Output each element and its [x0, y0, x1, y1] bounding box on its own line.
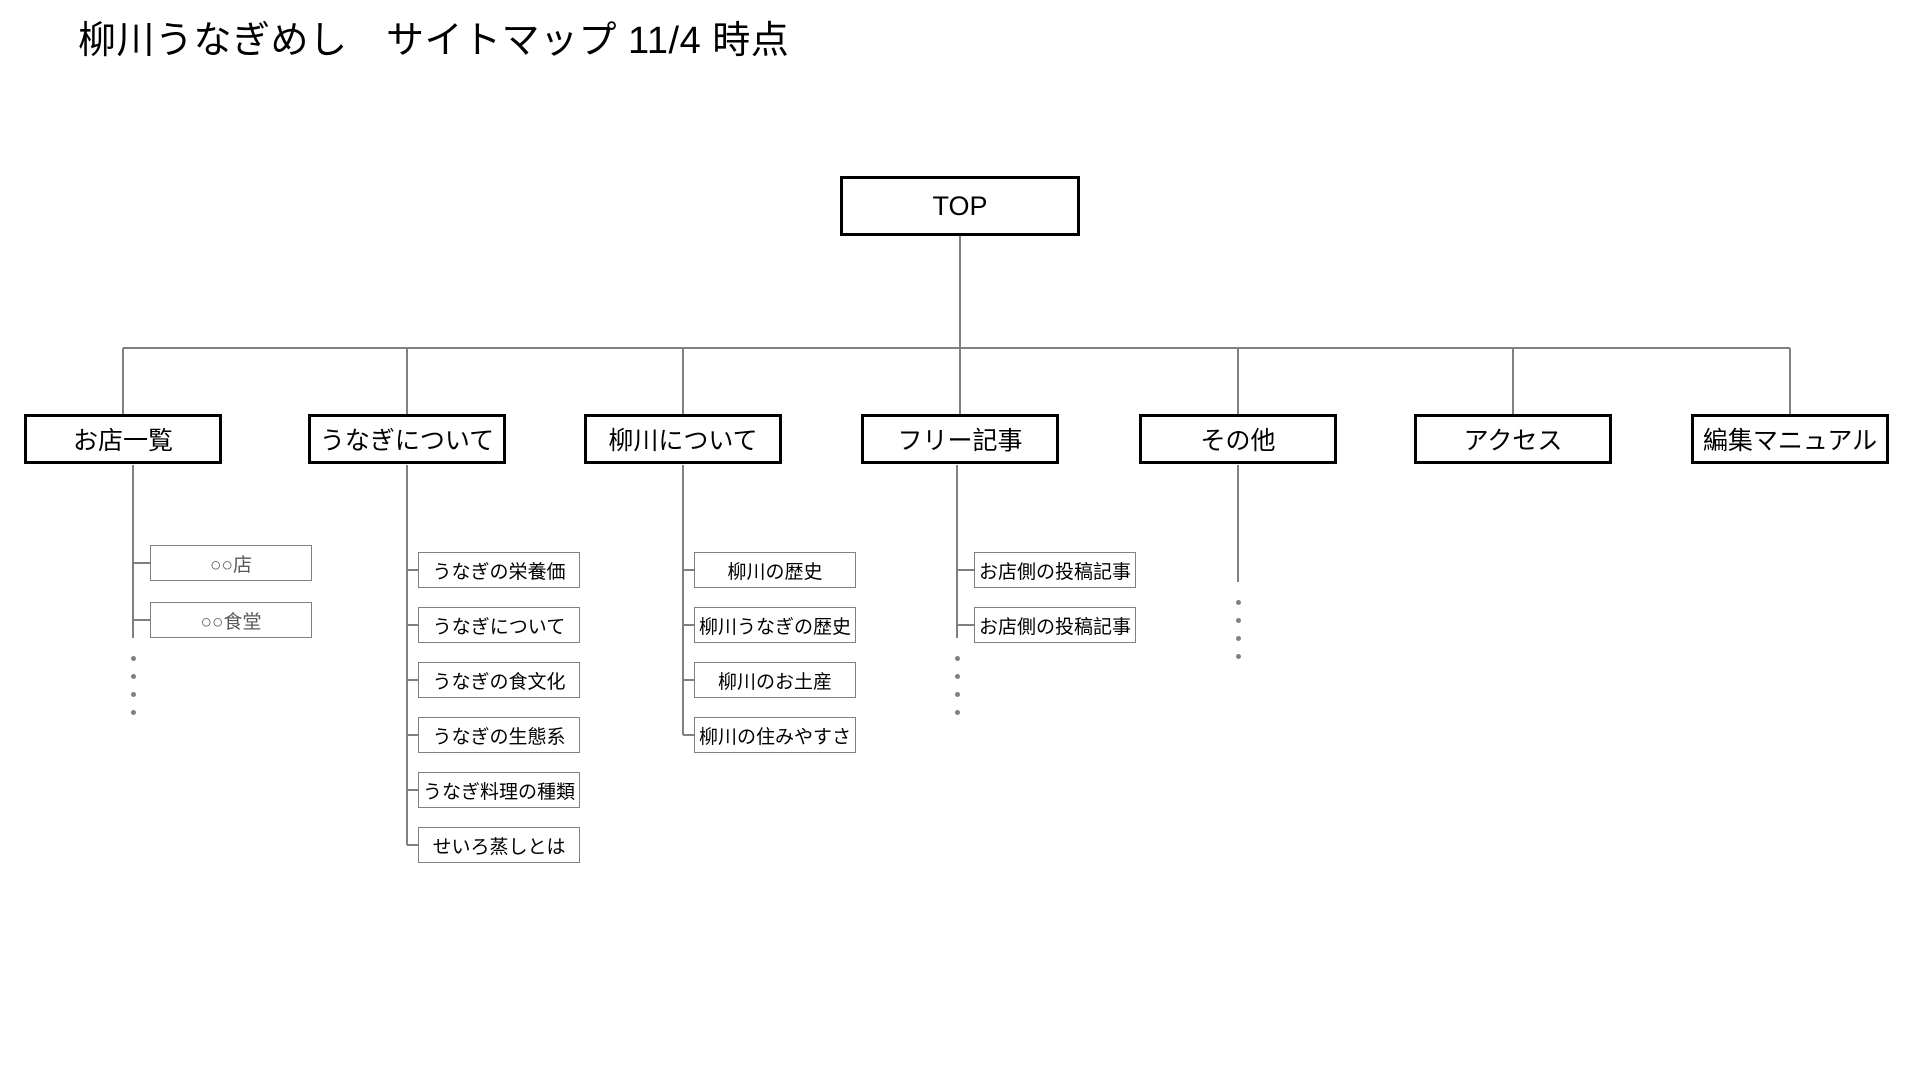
ellipsis-dot [1236, 654, 1241, 659]
node-free-article-child[interactable]: お店側の投稿記事 [974, 607, 1136, 643]
node-unagi-child[interactable]: せいろ蒸しとは [418, 827, 580, 863]
node-others[interactable]: その他 [1139, 414, 1337, 464]
node-label: うなぎの生態系 [432, 726, 566, 748]
node-label: フリー記事 [897, 427, 1023, 455]
node-label: ○○食堂 [200, 611, 262, 633]
node-unagi-child[interactable]: うなぎ料理の種類 [418, 772, 580, 808]
node-label: うなぎについて [432, 616, 566, 638]
node-label: 柳川の住みやすさ [698, 726, 851, 748]
node-yanagawa-child[interactable]: 柳川のお土産 [694, 662, 856, 698]
ellipsis-dot [955, 710, 960, 715]
node-shop-list[interactable]: お店一覧 [24, 414, 222, 464]
node-unagi-child[interactable]: うなぎの食文化 [418, 662, 580, 698]
node-shop-item[interactable]: ○○店 [150, 545, 312, 581]
node-label: アクセス [1463, 427, 1563, 455]
ellipsis-free-articles [955, 656, 960, 715]
node-label: ○○店 [210, 554, 252, 576]
node-label: うなぎ料理の種類 [422, 781, 575, 803]
ellipsis-dot [1236, 600, 1241, 605]
ellipsis-dot [955, 656, 960, 661]
node-free-articles[interactable]: フリー記事 [861, 414, 1059, 464]
node-access[interactable]: アクセス [1414, 414, 1612, 464]
node-label: その他 [1200, 427, 1276, 455]
node-unagi-child[interactable]: うなぎの生態系 [418, 717, 580, 753]
node-label: うなぎの食文化 [432, 671, 566, 693]
ellipsis-dot [955, 692, 960, 697]
node-yanagawa-child[interactable]: 柳川うなぎの歴史 [694, 607, 856, 643]
ellipsis-dot [1236, 636, 1241, 641]
ellipsis-dot [955, 674, 960, 679]
node-about-unagi[interactable]: うなぎについて [308, 414, 506, 464]
node-label: 柳川うなぎの歴史 [698, 616, 851, 638]
node-label: TOP [932, 190, 988, 221]
node-label: お店側の投稿記事 [978, 561, 1131, 583]
node-edit-manual[interactable]: 編集マニュアル [1691, 414, 1889, 464]
node-yanagawa-child[interactable]: 柳川の住みやすさ [694, 717, 856, 753]
node-top[interactable]: TOP [840, 176, 1080, 236]
ellipsis-dot [131, 674, 136, 679]
node-label: 柳川のお土産 [717, 671, 832, 693]
ellipsis-dot [131, 692, 136, 697]
node-shop-item[interactable]: ○○食堂 [150, 602, 312, 638]
node-free-article-child[interactable]: お店側の投稿記事 [974, 552, 1136, 588]
node-label: 柳川の歴史 [727, 561, 823, 583]
node-label: お店一覧 [72, 427, 173, 455]
node-label: 編集マニュアル [1702, 427, 1878, 455]
node-label: うなぎについて [319, 427, 495, 455]
ellipsis-others [1236, 600, 1241, 659]
node-unagi-child[interactable]: うなぎの栄養価 [418, 552, 580, 588]
ellipsis-dot [1236, 618, 1241, 623]
ellipsis-dot [131, 656, 136, 661]
ellipsis-dot [131, 710, 136, 715]
node-unagi-child[interactable]: うなぎについて [418, 607, 580, 643]
node-label: お店側の投稿記事 [978, 616, 1131, 638]
ellipsis-shop-list [131, 656, 136, 715]
page-title: 柳川うなぎめし サイトマップ 11/4 時点 [78, 20, 790, 62]
node-label: うなぎの栄養価 [432, 561, 566, 583]
node-label: せいろ蒸しとは [432, 836, 566, 858]
node-label: 柳川について [608, 427, 758, 455]
node-yanagawa-child[interactable]: 柳川の歴史 [694, 552, 856, 588]
node-about-yanagawa[interactable]: 柳川について [584, 414, 782, 464]
